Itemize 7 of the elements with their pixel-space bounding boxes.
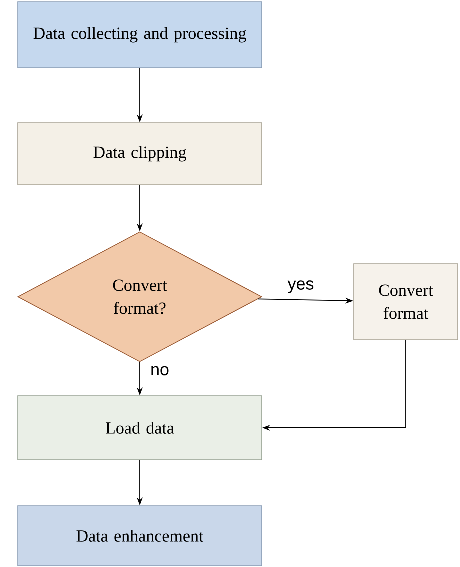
process-box: Load data	[18, 396, 262, 460]
process-box: Data enhancement	[18, 506, 262, 566]
process-box: Data collecting and processing	[18, 2, 262, 68]
edge-label: yes	[286, 280, 316, 294]
process-box: Data clipping	[18, 122, 262, 186]
edge-label: no	[150, 365, 170, 377]
process-box: Convert format	[354, 264, 458, 340]
